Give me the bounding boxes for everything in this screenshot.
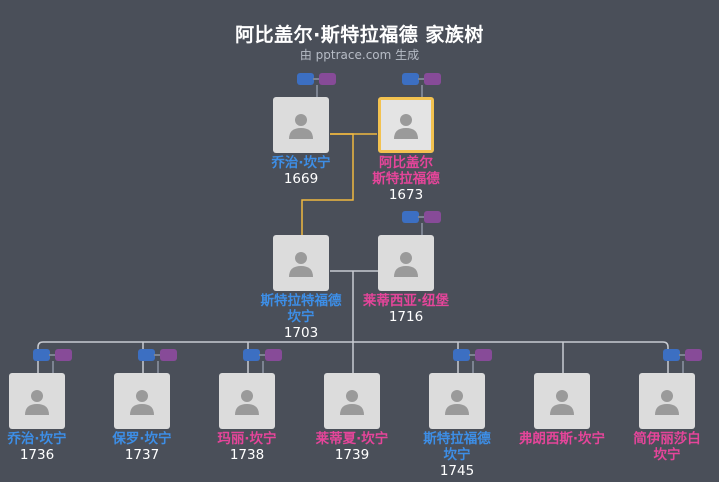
- father-button-icon[interactable]: [297, 73, 314, 85]
- person-silhouette-icon: [130, 390, 154, 415]
- person-silhouette-icon: [289, 252, 313, 277]
- person-silhouette-icon: [445, 390, 469, 415]
- person-name: 玛丽·坎宁: [217, 431, 277, 447]
- mother-button-icon[interactable]: [160, 349, 177, 361]
- father-button-icon[interactable]: [453, 349, 470, 361]
- avatar[interactable]: [114, 373, 170, 429]
- mother-button-icon[interactable]: [55, 349, 72, 361]
- mother-button-icon[interactable]: [685, 349, 702, 361]
- person-name: 保罗·坎宁: [112, 431, 172, 447]
- person-silhouette-icon: [394, 114, 418, 139]
- person-year: 1737: [124, 447, 160, 463]
- avatar[interactable]: [534, 373, 590, 429]
- parents-button[interactable]: [138, 349, 178, 373]
- avatar[interactable]: [219, 373, 275, 429]
- father-button-icon[interactable]: [33, 349, 50, 361]
- avatar[interactable]: [378, 235, 434, 291]
- person-name: 斯特拉福德 坎宁: [423, 431, 491, 463]
- avatar-selected[interactable]: [378, 97, 434, 153]
- person-year: 1739: [334, 447, 370, 463]
- avatar[interactable]: [639, 373, 695, 429]
- avatar[interactable]: [273, 97, 329, 153]
- person-silhouette-icon: [25, 390, 49, 415]
- person-silhouette-icon: [394, 252, 418, 277]
- parents-button[interactable]: [243, 349, 283, 373]
- person-year: 1745: [439, 463, 475, 479]
- father-button-icon[interactable]: [138, 349, 155, 361]
- person-silhouette-icon: [289, 114, 313, 139]
- person-name: 简伊丽莎白 坎宁: [633, 431, 701, 463]
- person-name: 乔治·坎宁: [271, 155, 331, 171]
- person-silhouette-icon: [550, 390, 574, 415]
- avatar[interactable]: [9, 373, 65, 429]
- page-subtitle: 由 pptrace.com 生成: [299, 48, 420, 62]
- person-year: 1673: [388, 187, 424, 203]
- father-button-icon[interactable]: [243, 349, 260, 361]
- avatar[interactable]: [273, 235, 329, 291]
- person-name: 莱蒂夏·坎宁: [315, 431, 389, 447]
- avatar[interactable]: [324, 373, 380, 429]
- person-silhouette-icon: [655, 390, 679, 415]
- avatar[interactable]: [429, 373, 485, 429]
- father-button-icon[interactable]: [402, 73, 419, 85]
- parents-button[interactable]: [453, 349, 493, 373]
- mother-button-icon[interactable]: [265, 349, 282, 361]
- mother-button-icon[interactable]: [424, 211, 441, 223]
- mother-button-icon[interactable]: [475, 349, 492, 361]
- person-year: 1716: [388, 309, 424, 325]
- mother-button-icon[interactable]: [319, 73, 336, 85]
- parents-button[interactable]: [402, 211, 442, 235]
- person-name: 弗朗西斯·坎宁: [518, 431, 606, 447]
- person-name: 莱蒂西亚·纽堡: [362, 293, 450, 309]
- person-year: 1703: [283, 325, 319, 341]
- person-name: 斯特拉特福德 坎宁: [260, 293, 342, 325]
- person-silhouette-icon: [235, 390, 259, 415]
- parents-button[interactable]: [297, 73, 337, 97]
- person-year: 1669: [283, 171, 319, 187]
- person-year: 1736: [19, 447, 55, 463]
- parents-button[interactable]: [402, 73, 442, 97]
- parents-button[interactable]: [663, 349, 703, 373]
- person-name: 乔治·坎宁: [7, 431, 67, 447]
- parents-button[interactable]: [33, 349, 73, 373]
- father-button-icon[interactable]: [663, 349, 680, 361]
- page-title: 阿比盖尔·斯特拉福德 家族树: [235, 24, 484, 46]
- mother-button-icon[interactable]: [424, 73, 441, 85]
- father-button-icon[interactable]: [402, 211, 419, 223]
- person-name: 阿比盖尔 斯特拉福德: [372, 155, 440, 187]
- person-year: 1738: [229, 447, 265, 463]
- person-silhouette-icon: [340, 390, 364, 415]
